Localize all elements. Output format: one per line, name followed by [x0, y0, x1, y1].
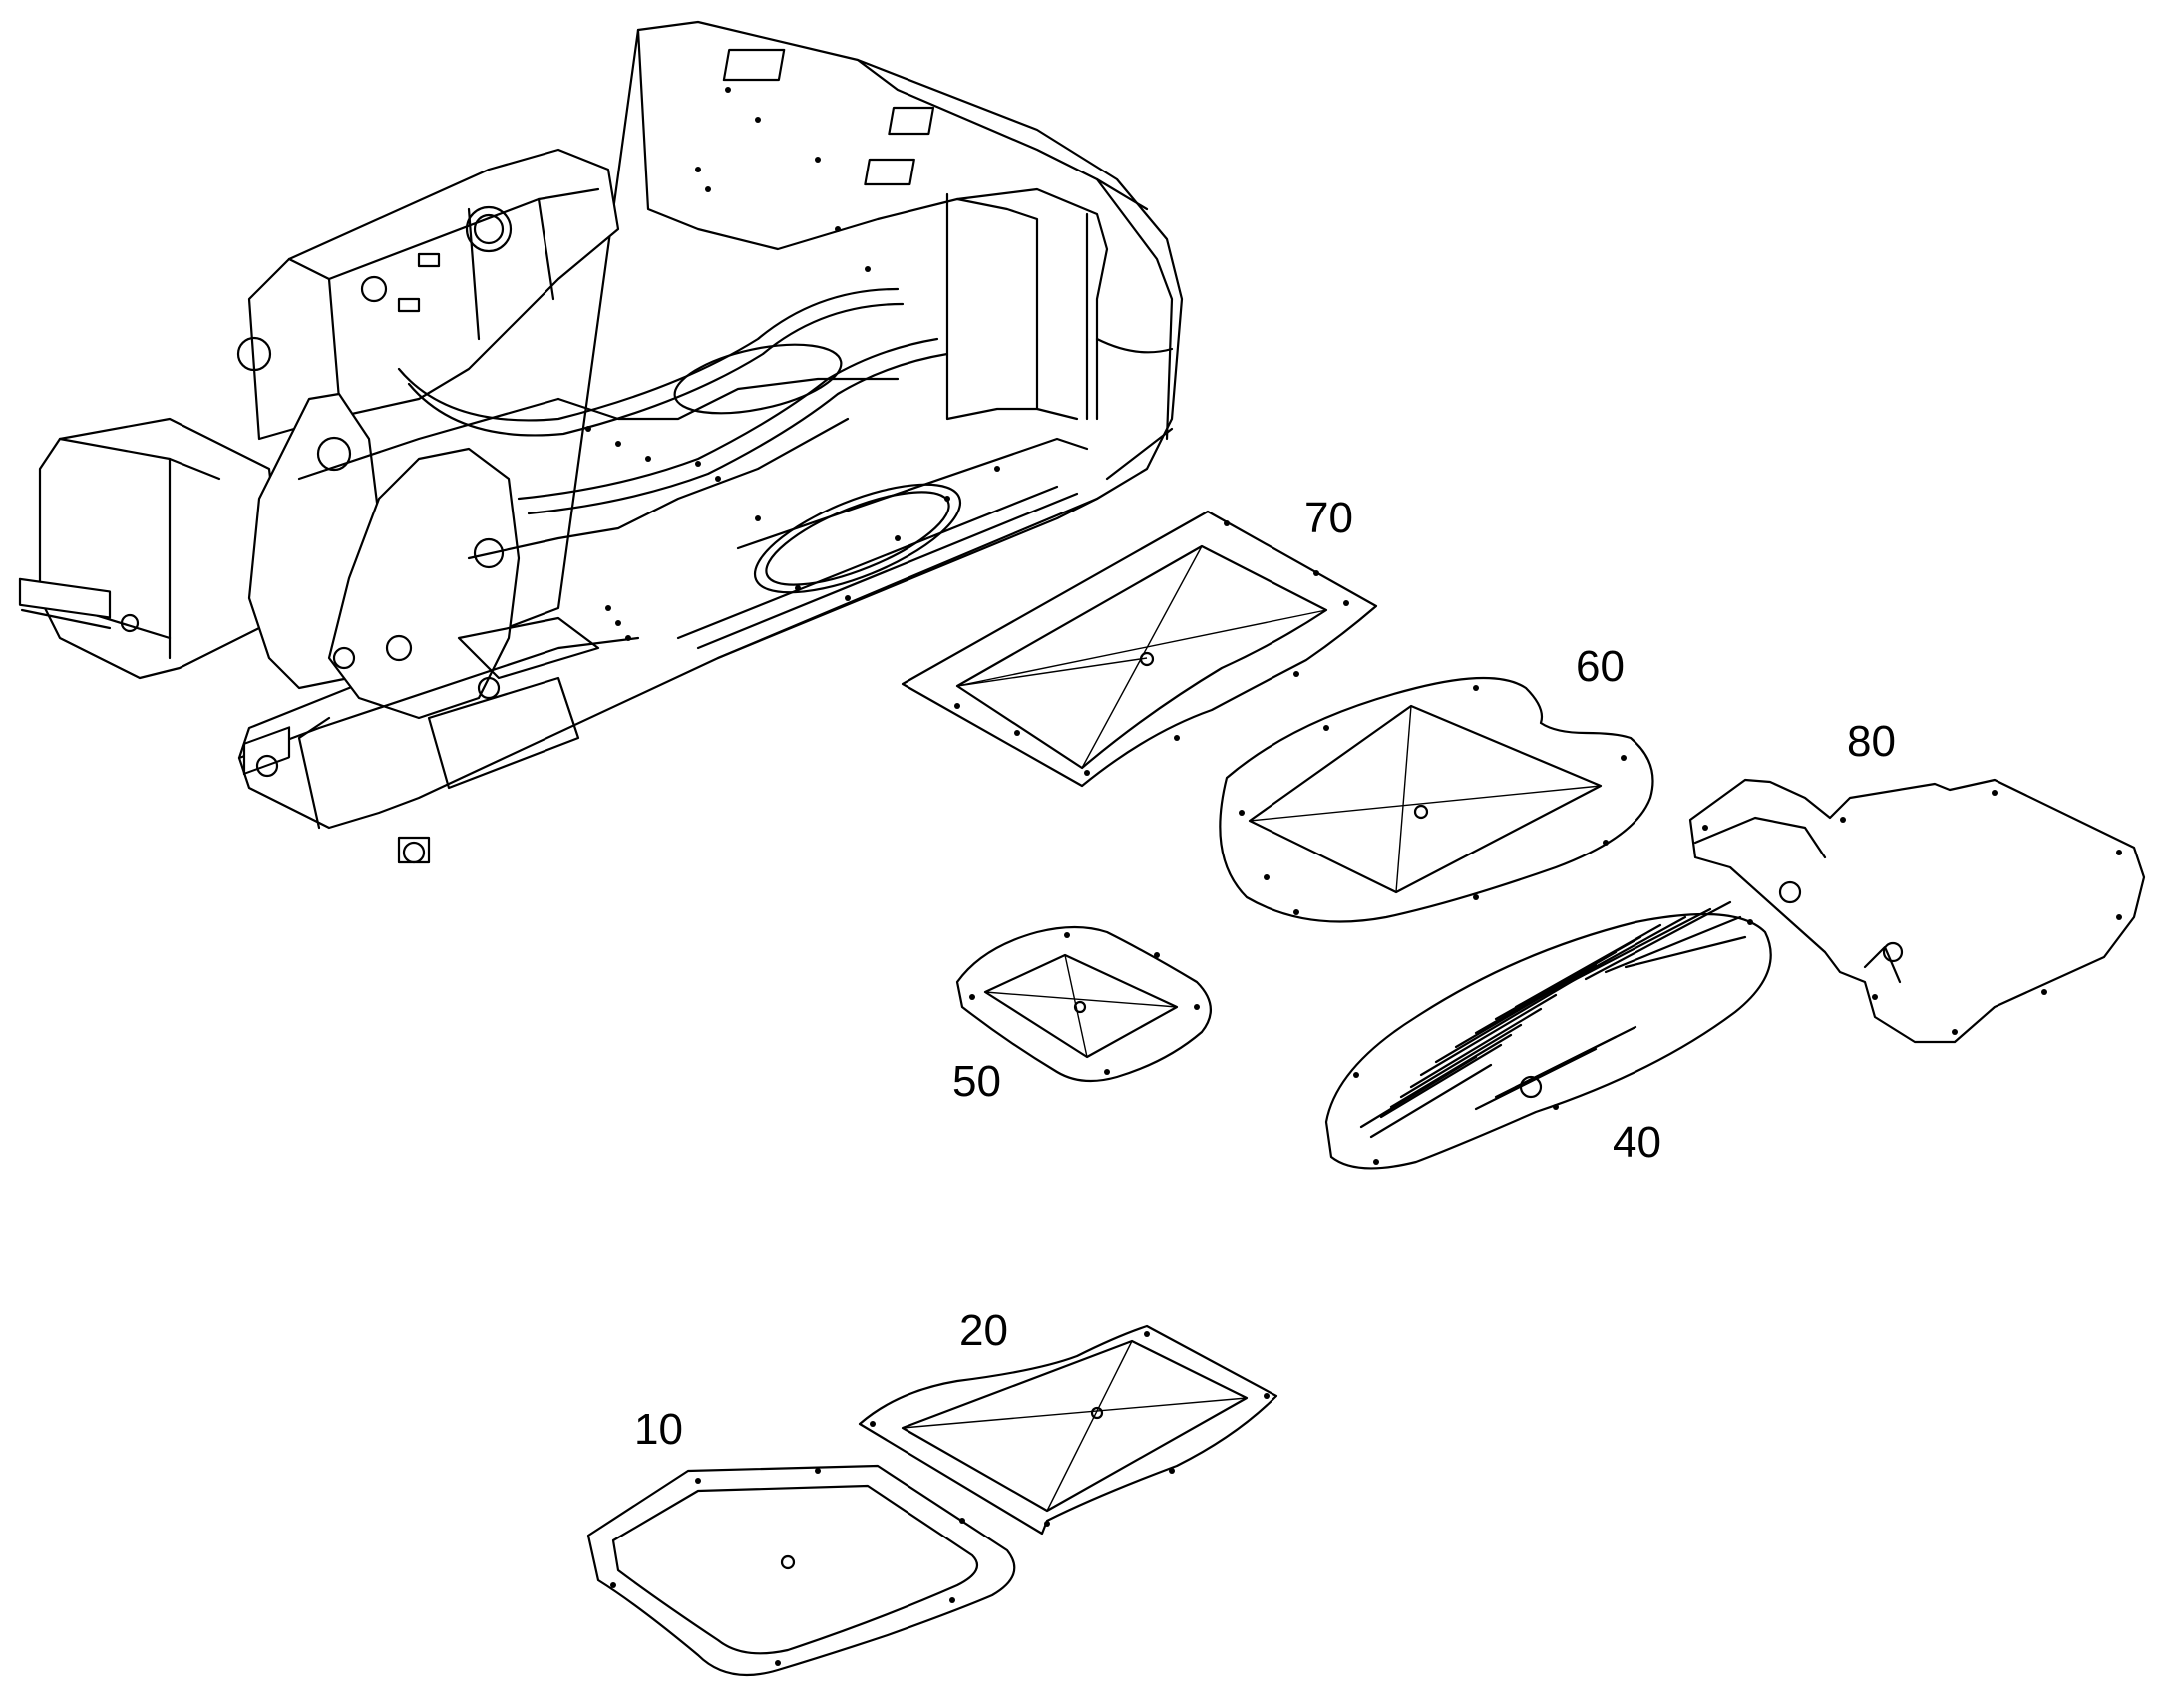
vent-slots — [1359, 900, 1747, 1139]
part-80-cover-plate — [1688, 778, 2146, 1044]
part-60-cover-plate — [1219, 676, 1654, 923]
part-label-80: 80 — [1847, 717, 1896, 766]
part-label-70: 70 — [1304, 494, 1353, 542]
part-label-10: 10 — [634, 1405, 683, 1454]
part-20-cover-plate — [858, 1324, 1278, 1536]
part-label-60: 60 — [1576, 642, 1625, 691]
upper-frame-assembly — [18, 20, 1184, 864]
frame-side-box — [247, 148, 620, 441]
part-40-vented-cover — [1324, 900, 1772, 1170]
part-50-cover-plate — [955, 925, 1212, 1083]
part-10-cover-plate — [586, 1464, 1016, 1677]
part-label-50: 50 — [952, 1057, 1001, 1106]
frame-bolts — [585, 87, 1000, 641]
part-label-20: 20 — [959, 1306, 1008, 1355]
part-label-40: 40 — [1613, 1118, 1661, 1167]
part-70-cover-plate — [901, 510, 1378, 788]
